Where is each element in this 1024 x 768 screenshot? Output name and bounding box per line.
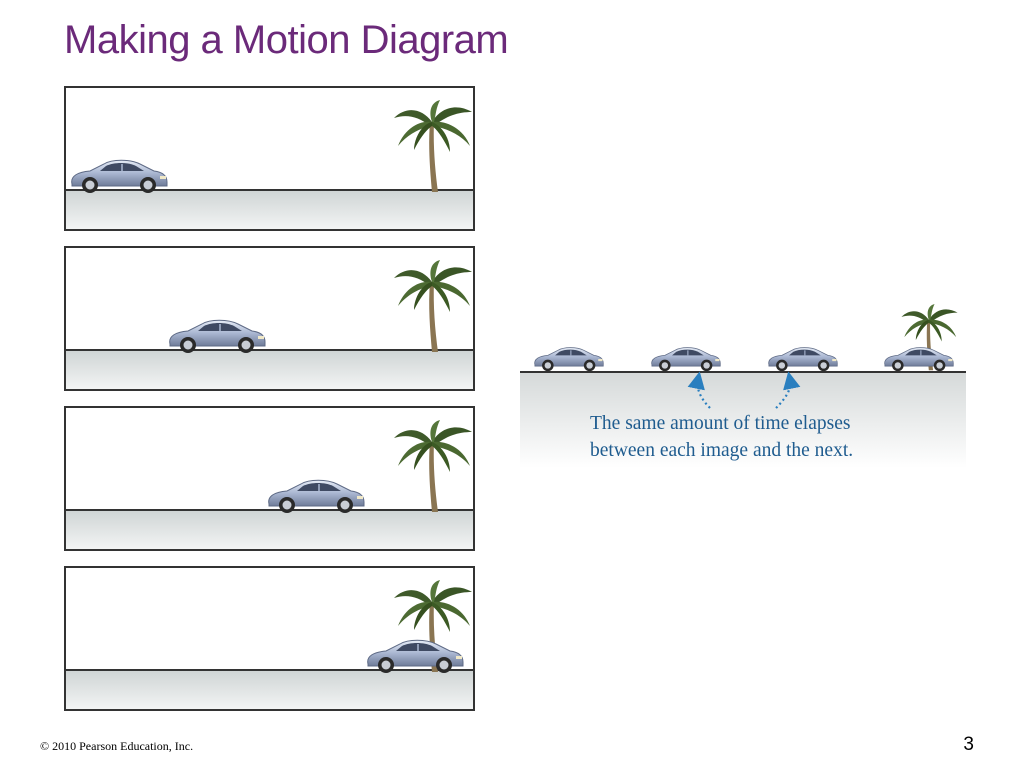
motion-frame-3 [64, 406, 475, 551]
car-frame-4 [366, 639, 464, 674]
palm-tree-1 [394, 100, 472, 192]
arrow-icon [687, 371, 711, 409]
slide-title: Making a Motion Diagram [64, 18, 509, 62]
motion-frame-4 [64, 566, 475, 711]
composite-car-3 [768, 347, 838, 372]
caption-line-2: between each image and the next. [590, 440, 854, 461]
car-frame-2 [168, 319, 266, 354]
caption: The same amount of time elapses between … [590, 410, 853, 464]
composite-motion-diagram [520, 304, 966, 468]
composite-car-2 [651, 347, 721, 372]
composite-car-1 [534, 347, 604, 372]
palm-tree-3 [394, 420, 472, 512]
palm-tree-2 [394, 260, 472, 352]
motion-frame-1 [64, 86, 475, 231]
composite-car-4 [884, 347, 954, 372]
page-number: 3 [963, 734, 974, 755]
motion-frame-2 [64, 246, 475, 391]
caption-line-1: The same amount of time elapses [590, 413, 851, 434]
copyright-footer: © 2010 Pearson Education, Inc. [40, 739, 194, 753]
car-frame-1 [70, 159, 168, 194]
car-frame-3 [267, 479, 365, 514]
